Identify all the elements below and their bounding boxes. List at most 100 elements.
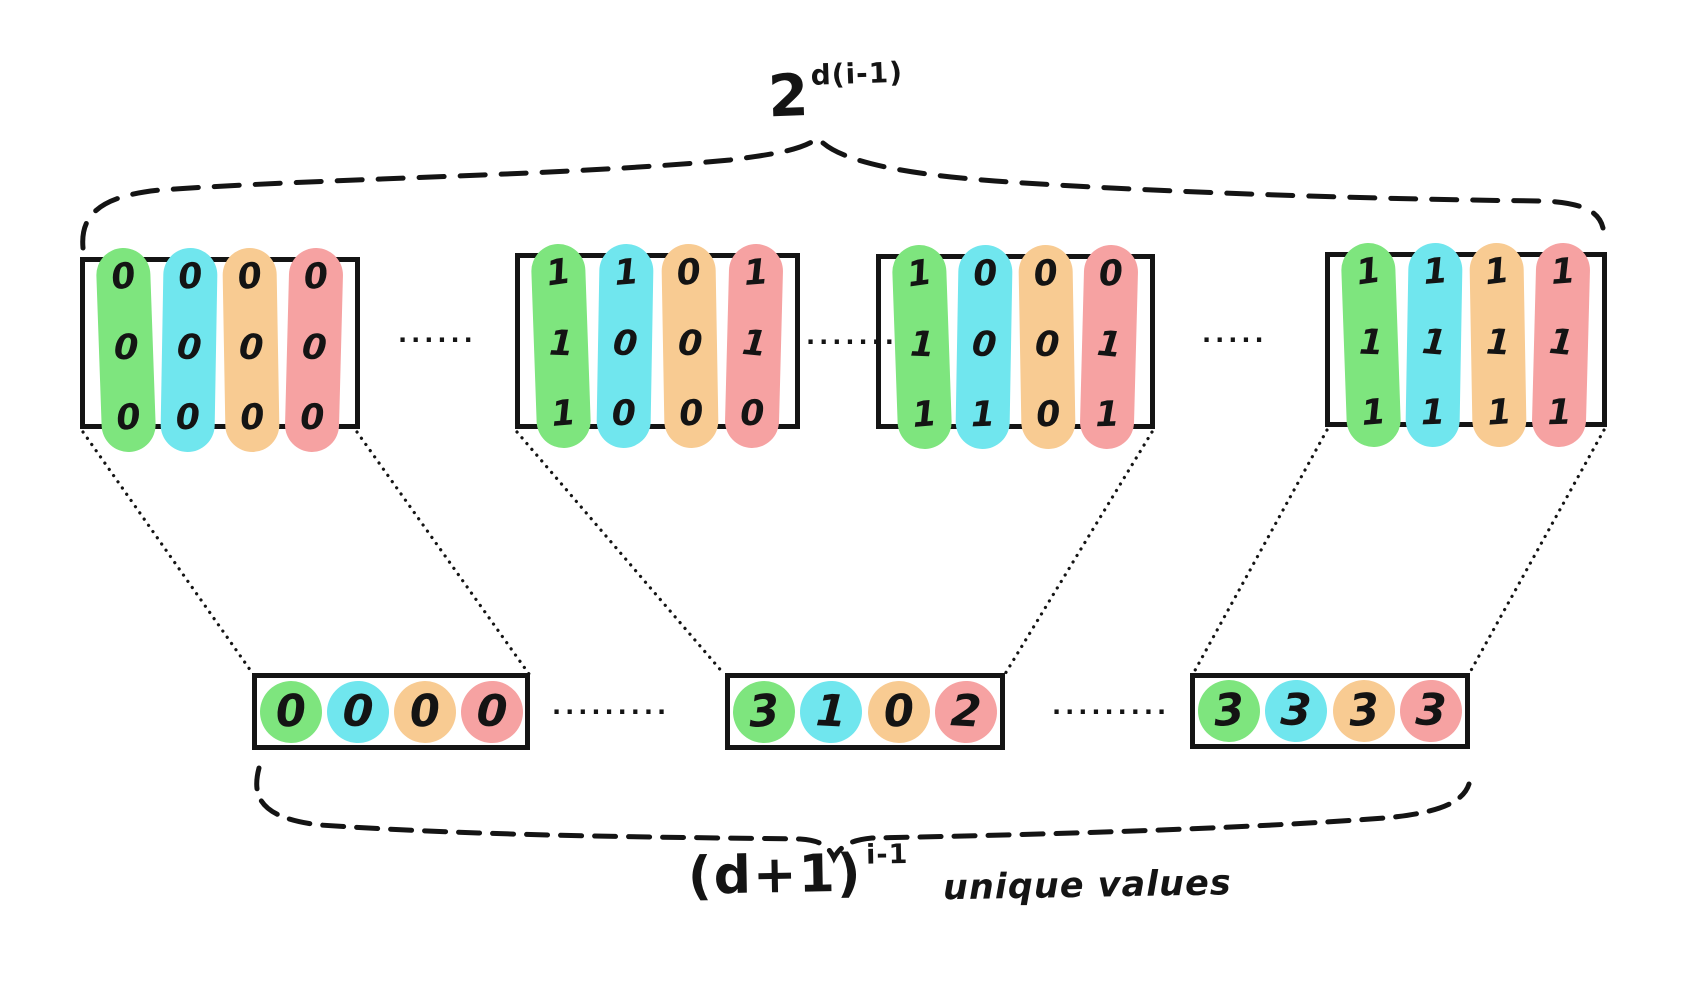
value-disc-green: 3 xyxy=(1195,677,1262,745)
top-box-1: 0 0 0 0 0 0 0 0 0 0 0 0 xyxy=(80,247,360,453)
pill-digit: 1 xyxy=(1359,391,1388,434)
bottom-box-2: 3 1 0 2 xyxy=(725,673,1005,750)
top-brace xyxy=(80,134,1606,251)
value-disc-cyan: 1 xyxy=(798,678,864,745)
pill-column-orange: 0 0 0 xyxy=(222,247,281,453)
disc-digit: 3 xyxy=(1414,684,1448,737)
bottom-count-suffix: unique values xyxy=(942,863,1232,909)
pill-digit: 0 xyxy=(113,327,139,368)
disc-digit: 2 xyxy=(949,684,983,738)
pill-digit: 1 xyxy=(1420,321,1449,364)
disc-digit: 0 xyxy=(340,684,375,738)
pill-digit: 0 xyxy=(235,255,265,299)
value-disc-green: 0 xyxy=(257,678,324,745)
pill-digit: 0 xyxy=(300,326,329,369)
pill-column-green: 1 1 1 xyxy=(1340,242,1402,448)
pill-digit: 0 xyxy=(238,326,265,369)
pill-digit: 1 xyxy=(1547,321,1576,364)
value-disc-orange: 0 xyxy=(865,678,932,745)
disc-digit: 0 xyxy=(474,684,509,738)
connector-box4-right xyxy=(1467,428,1606,676)
pill-column-green: 1 1 1 xyxy=(891,244,953,450)
pill-digit: 1 xyxy=(549,392,578,435)
bottom-count-exponent: i-1 xyxy=(865,838,909,871)
value-disc-cyan: 3 xyxy=(1263,678,1329,744)
disc-digit: 3 xyxy=(1279,684,1313,737)
value-disc-red: 2 xyxy=(933,678,999,745)
pill-digit: 1 xyxy=(740,322,769,365)
connector-box4-left xyxy=(1191,428,1329,676)
pill-digit: 0 xyxy=(108,255,139,299)
pill-column-orange: 0 0 0 xyxy=(1017,244,1076,450)
pill-digit: 1 xyxy=(909,324,935,365)
value-disc-green: 3 xyxy=(730,678,797,745)
pill-digit: 0 xyxy=(114,396,143,439)
pill-digit: 0 xyxy=(611,393,637,435)
pill-digit: 1 xyxy=(1484,321,1511,364)
pill-digit: 0 xyxy=(971,253,1000,295)
pill-digit: 1 xyxy=(1358,322,1384,363)
pill-digit: 1 xyxy=(1094,394,1120,436)
ellipsis-separator: ····· xyxy=(1202,326,1268,354)
top-count-exponent: d(i-1) xyxy=(810,55,904,92)
pill-digit: 1 xyxy=(548,323,574,364)
pill-column-red: 1 1 0 xyxy=(724,243,784,449)
disc-digit: 3 xyxy=(746,684,781,738)
pill-digit: 0 xyxy=(1097,253,1125,295)
disc-digit: 3 xyxy=(1211,683,1246,738)
top-box-2: 1 1 1 1 0 0 0 0 0 1 1 0 xyxy=(515,243,800,449)
connector-box3-right xyxy=(1003,430,1154,676)
top-count-base: 2 xyxy=(766,60,810,131)
pill-digit: 1 xyxy=(1420,392,1446,434)
disc-digit: 0 xyxy=(407,684,442,738)
pill-digit: 0 xyxy=(299,397,325,439)
pill-column-cyan: 0 0 0 xyxy=(159,247,218,453)
disc-digit: 1 xyxy=(814,684,848,738)
connector-box1-right xyxy=(355,430,531,676)
pill-column-red: 0 0 0 xyxy=(284,247,344,453)
value-disc-orange: 0 xyxy=(391,678,458,745)
pill-digit: 0 xyxy=(739,393,765,435)
pill-digit: 1 xyxy=(1485,392,1513,434)
ellipsis-separator: ······ xyxy=(398,326,477,354)
value-disc-red: 3 xyxy=(1398,678,1464,744)
pill-digit: 1 xyxy=(1095,323,1124,366)
value-disc-cyan: 0 xyxy=(324,678,391,745)
pill-digit: 0 xyxy=(1030,252,1060,296)
pill-digit: 0 xyxy=(302,256,330,298)
pill-digit: 0 xyxy=(611,322,640,365)
pill-digit: 0 xyxy=(1034,394,1062,436)
pill-column-red: 1 1 1 xyxy=(1531,242,1591,448)
pill-digit: 0 xyxy=(238,397,267,439)
pill-digit: 1 xyxy=(1353,250,1384,294)
disc-digit: 0 xyxy=(881,684,916,738)
pill-digit: 1 xyxy=(1549,251,1577,293)
disc-digit: 0 xyxy=(273,684,308,738)
pill-digit: 1 xyxy=(904,252,935,296)
pill-digit: 0 xyxy=(676,322,703,365)
pill-column-orange: 0 0 0 xyxy=(660,243,719,449)
pill-digit: 1 xyxy=(742,252,770,294)
pill-digit: 0 xyxy=(673,251,703,295)
pill-digit: 1 xyxy=(910,393,939,436)
pill-digit: 0 xyxy=(677,393,705,435)
pill-digit: 1 xyxy=(1421,251,1450,293)
ellipsis-separator: ········· xyxy=(1052,698,1171,726)
pill-digit: 1 xyxy=(970,394,996,436)
bottom-box-3: 3 3 3 3 xyxy=(1190,673,1470,749)
connector-box1-left xyxy=(81,430,255,676)
pill-column-cyan: 1 1 1 xyxy=(1405,242,1464,448)
value-disc-orange: 3 xyxy=(1330,677,1397,745)
pill-digit: 0 xyxy=(175,256,204,298)
bottom-count-label: (d+1) i-1 unique values xyxy=(687,837,1231,912)
top-box-3: 1 1 1 0 0 1 0 0 0 0 1 1 xyxy=(876,244,1155,450)
connector-box2-left xyxy=(515,430,726,676)
pill-digit: 1 xyxy=(1481,250,1511,294)
pill-digit: 1 xyxy=(1546,392,1572,434)
bottom-count-base: (d+1) xyxy=(687,843,864,907)
pill-digit: 0 xyxy=(174,397,201,439)
ellipsis-separator: ········· xyxy=(552,698,671,726)
pill-digit: 0 xyxy=(970,323,999,366)
pill-column-cyan: 1 0 0 xyxy=(596,243,655,449)
